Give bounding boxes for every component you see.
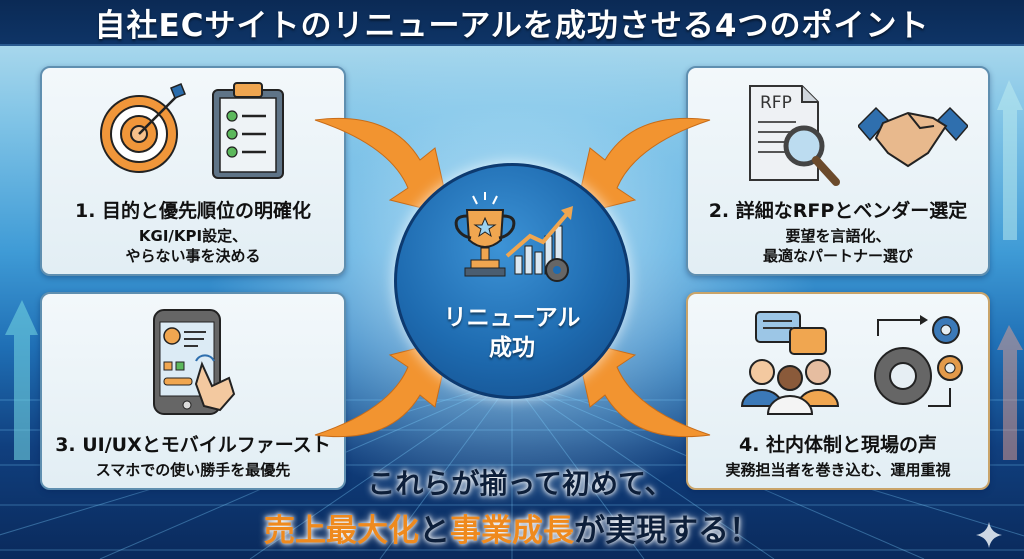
point-desc: KGI/KPI設定、 bbox=[138, 227, 248, 245]
conclusion-tail: が実現する！ bbox=[574, 513, 760, 549]
center-label-line1: リニューアル bbox=[443, 305, 581, 331]
point-desc: 実務担当者を巻き込む、運用重視 bbox=[725, 461, 951, 479]
point-title: 2. 詳細なRFPとベンダー選定 bbox=[708, 200, 968, 222]
conclusion-connector: と bbox=[419, 513, 450, 549]
rfp-label: RFP bbox=[760, 93, 792, 113]
sparkle-icon bbox=[976, 522, 1002, 548]
highlight-sales-max: 売上最大化 bbox=[264, 513, 419, 549]
gears-process-icon bbox=[874, 315, 963, 407]
header-banner: 自社ECサイトのリニューアルを成功させる4つのポイント bbox=[0, 0, 1024, 46]
point-desc: 要望を言語化、 bbox=[785, 227, 891, 245]
trophy-growth-icon bbox=[454, 192, 573, 282]
point-title: 4. 社内体制と現場の声 bbox=[738, 434, 938, 456]
background-up-arrow-icon bbox=[5, 300, 38, 460]
conclusion-line1: これらが揃って初めて、 bbox=[367, 467, 673, 500]
point-title: 3. UI/UXとモバイルファースト bbox=[55, 434, 331, 456]
point-desc: やらない事を決める bbox=[125, 247, 261, 265]
rfp-document-magnifier-icon: RFP bbox=[749, 85, 840, 186]
team-chat-icon bbox=[740, 311, 840, 415]
background-up-arrow-icon bbox=[997, 325, 1023, 460]
point-title: 1. 目的と優先順位の明確化 bbox=[74, 200, 312, 222]
page-title: 自社ECサイトのリニューアルを成功させる4つのポイント bbox=[94, 7, 930, 44]
background-up-arrow-icon bbox=[997, 80, 1023, 240]
renewal-success-badge: リニューアル 成功 bbox=[394, 163, 630, 399]
smartphone-tap-icon bbox=[153, 309, 236, 415]
target-icon bbox=[100, 83, 186, 173]
point-desc: スマホでの使い勝手を最優先 bbox=[95, 461, 291, 479]
center-label-line2: 成功 bbox=[489, 335, 535, 361]
checklist-clipboard-icon bbox=[212, 82, 284, 179]
point-card-4: 4. 社内体制と現場の声 実務担当者を巻き込む、運用重視 bbox=[686, 292, 990, 490]
highlight-business-growth: 事業成長 bbox=[450, 513, 574, 549]
point-card-3: 3. UI/UXとモバイルファースト スマホでの使い勝手を最優先 bbox=[40, 292, 346, 490]
point-card-1: 1. 目的と優先順位の明確化 KGI/KPI設定、 やらない事を決める bbox=[40, 66, 346, 276]
conclusion-line2: 売上最大化と事業成長が実現する！ bbox=[230, 505, 794, 550]
point-card-2: RFP 2. 詳細なRFPとベンダー選定 要望を言語化、 最適なパートナー選び bbox=[686, 66, 990, 276]
point-desc: 最適なパートナー選び bbox=[762, 247, 913, 265]
handshake-icon bbox=[858, 106, 968, 168]
